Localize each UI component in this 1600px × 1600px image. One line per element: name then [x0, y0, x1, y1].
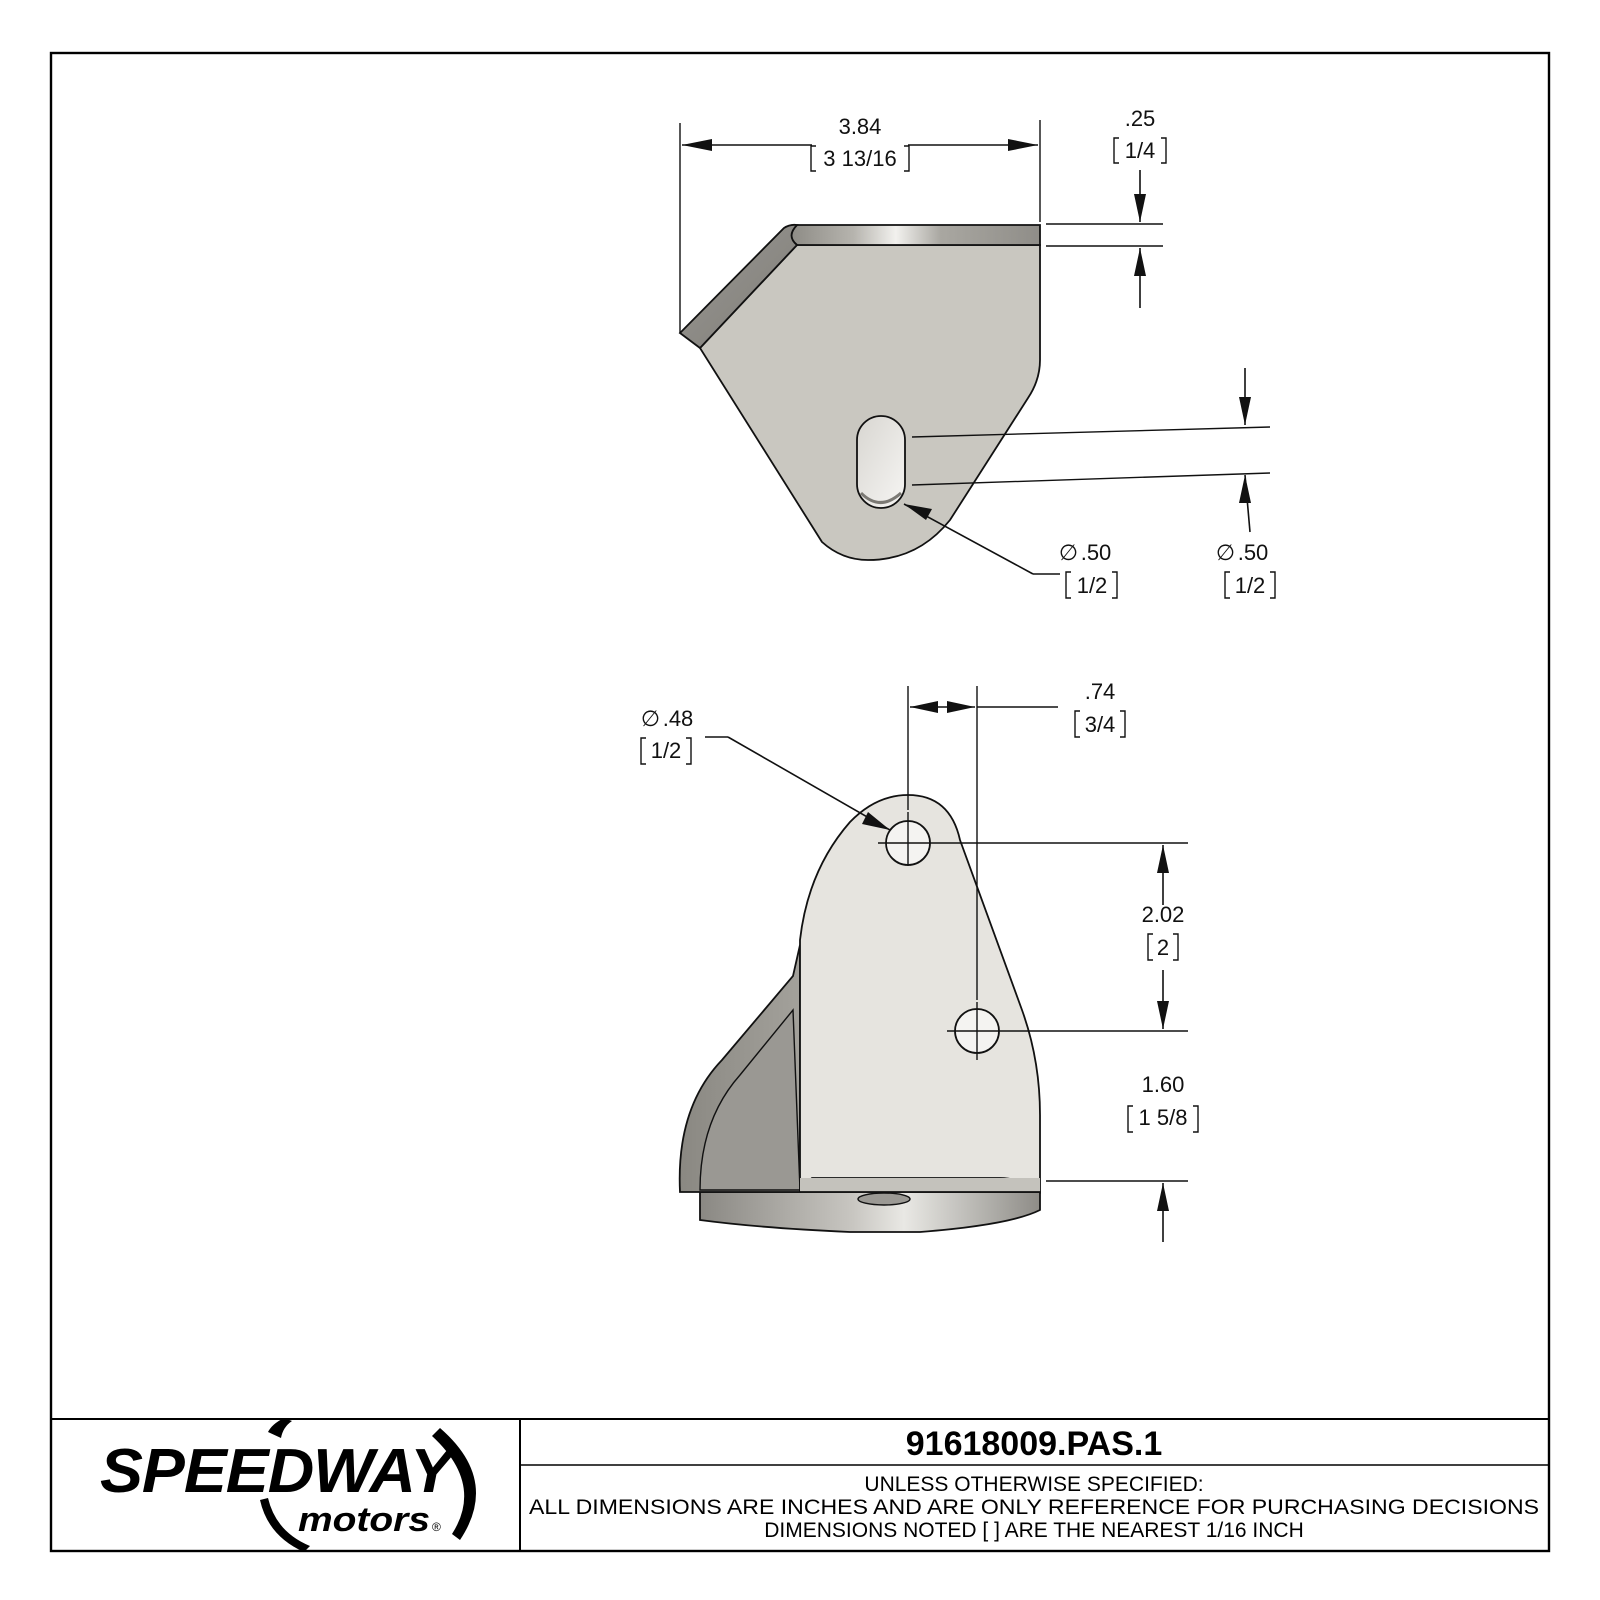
note-line-1: UNLESS OTHERWISE SPECIFIED:	[864, 1473, 1203, 1496]
front-view-side-wing-inner	[699, 1008, 801, 1191]
dim-slot-width-decimal: .50	[1238, 540, 1269, 565]
dim-hole-height-fraction: 1 5/8	[1139, 1105, 1188, 1130]
front-view-base-slot	[857, 1192, 911, 1206]
front-view-base-shadow	[800, 1178, 1040, 1192]
top-view-slot	[856, 415, 906, 509]
front-view: .74 3/4 ∅ .48 1/2 2.02 2 1.60 1 5/8	[640, 679, 1199, 1242]
dim-slot-dia-symbol: ∅	[1059, 540, 1078, 565]
dim-thickness-decimal: .25	[1125, 106, 1156, 131]
dim-width-fraction: 3 13/16	[823, 146, 896, 171]
front-view-base-flange	[699, 1191, 1041, 1233]
dim-hole-dia-decimal: .48	[663, 706, 694, 731]
top-view-slot-inner-shadow	[859, 491, 903, 504]
top-view-top-edge	[790, 224, 1041, 246]
dim-slot-width-fraction: 1/2	[1235, 573, 1266, 598]
dim-hole-height-decimal: 1.60	[1142, 1072, 1185, 1097]
dim-slot-dia-fraction: 1/2	[1077, 573, 1108, 598]
part-number: 91618009.PAS.1	[906, 1425, 1162, 1463]
logo-text-speedway: SPEEDWAY	[100, 1437, 459, 1506]
top-view: 3.84 3 13/16 .25 1/4 ∅ .50 1/2 ∅ .50 1/2	[678, 106, 1276, 599]
dim-thickness-fraction: 1/4	[1125, 138, 1156, 163]
dim-hole-dia-fraction: 1/2	[651, 738, 682, 763]
top-view-bevel-edge	[678, 223, 799, 350]
note-line-3: DIMENSIONS NOTED [ ] ARE THE NEAREST 1/1…	[764, 1519, 1304, 1542]
dim-hole-offset-fraction: 3/4	[1085, 712, 1116, 737]
dim-hole-dia-symbol: ∅	[641, 706, 660, 731]
dim-width-decimal: 3.84	[839, 114, 882, 139]
speedway-logo: SPEEDWAY motors ®	[100, 1418, 476, 1552]
logo-text-motors: motors	[298, 1501, 430, 1539]
logo-registered-mark: ®	[432, 1520, 441, 1534]
top-view-plate	[698, 244, 1041, 561]
note-line-2: ALL DIMENSIONS ARE INCHES AND ARE ONLY R…	[529, 1496, 1539, 1519]
dim-slot-dia-decimal: .50	[1081, 540, 1112, 565]
dim-hole-offset-decimal: .74	[1085, 679, 1116, 704]
dim-slot-width-symbol: ∅	[1216, 540, 1235, 565]
title-block: SPEEDWAY motors ® 91618009.PAS.1 UNLESS …	[51, 1418, 1549, 1552]
dim-hole-spacing-fraction: 2	[1157, 935, 1169, 960]
drawing-border	[49, 51, 1551, 1553]
dim-hole-spacing-decimal: 2.02	[1142, 902, 1185, 927]
